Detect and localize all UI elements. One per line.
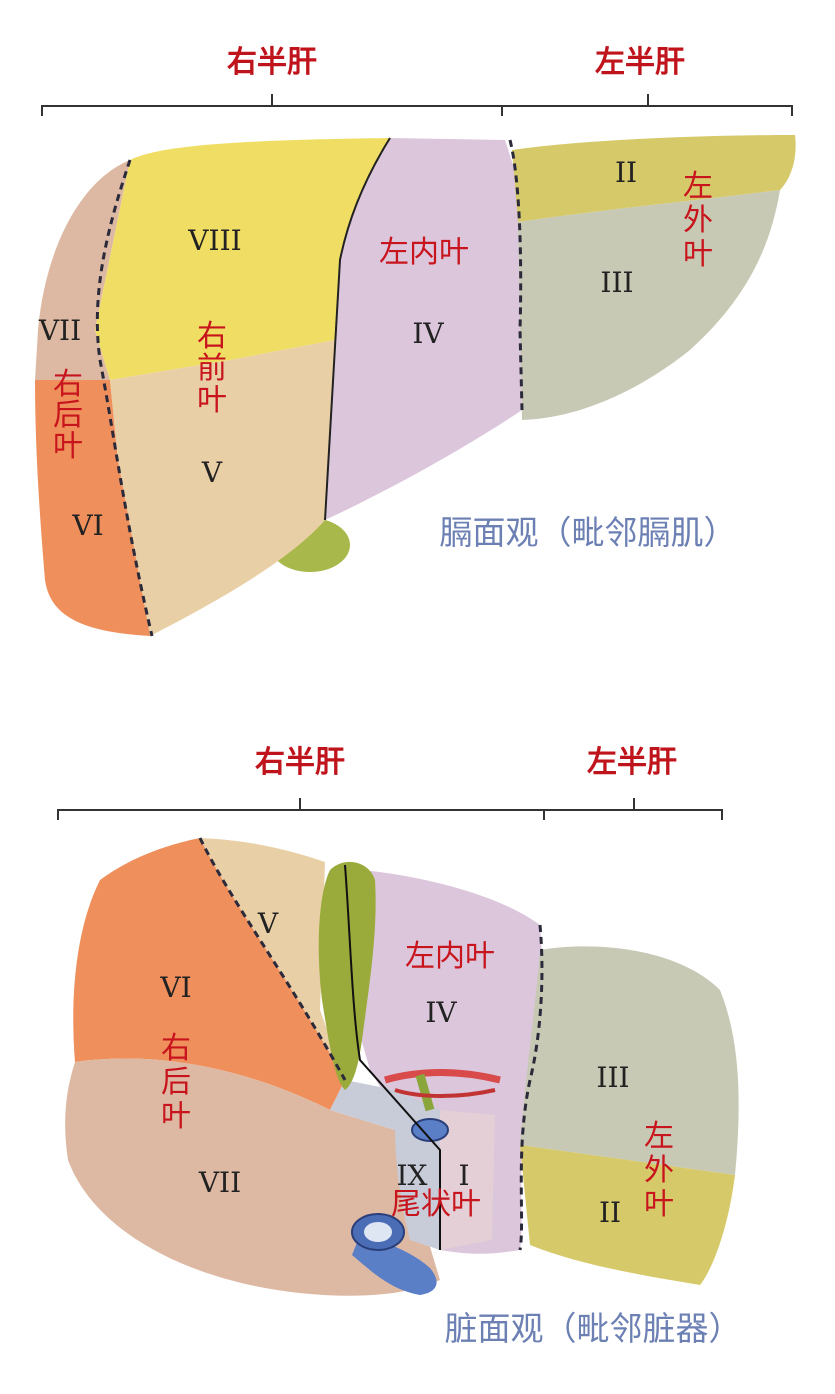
top-falciform-line (324, 137, 391, 521)
svg-text:外: 外 (683, 203, 713, 238)
top-right-intersegmental-line (95, 159, 154, 637)
segment-2-label: II (615, 156, 637, 189)
top-left-lateral-lobe-label: 左 外 叶 (683, 169, 713, 272)
segment-1-label: I (458, 1159, 469, 1192)
portal-vein-stump (411, 1118, 449, 1142)
bottom-half-brackets: 右半肝 左半肝 (57, 745, 723, 820)
top-right-posterior-lobe-label: 右 后 叶 (53, 367, 83, 464)
segment-5-label: V (201, 456, 223, 489)
segment-7-region (35, 160, 130, 380)
segment-7-label: VII (38, 314, 81, 347)
top-half-brackets: 右半肝 左半肝 (41, 45, 793, 116)
bottom-right-half-bracket (57, 798, 545, 820)
svg-text:右: 右 (197, 319, 227, 354)
segment-7-label-visceral: VII (198, 1166, 241, 1199)
segment-8-region (95, 138, 390, 380)
bottom-left-half-bracket (543, 798, 723, 820)
svg-text:叶: 叶 (161, 1099, 191, 1134)
top-left-half-label: 左半肝 (595, 45, 685, 80)
diaphragmatic-view: 右半肝 左半肝 VII VI VIII V IV II III 右 后 叶 (35, 45, 796, 637)
top-right-half-label: 右半肝 (227, 45, 317, 80)
segment-5-region-visceral (200, 838, 345, 1080)
segment-6-label: VI (71, 509, 103, 542)
bottom-left-intersegmental-line (518, 924, 544, 1251)
svg-text:右: 右 (53, 367, 83, 402)
svg-text:叶: 叶 (644, 1187, 674, 1222)
segment-3-label: III (600, 266, 633, 299)
svg-text:左: 左 (644, 1119, 674, 1154)
svg-text:前: 前 (197, 351, 227, 386)
segment-9-label: IX (397, 1159, 428, 1192)
segment-6-region (35, 380, 150, 636)
segment-4-label: IV (412, 317, 444, 350)
bottom-left-lateral-lobe-label: 左 外 叶 (644, 1119, 674, 1222)
gallbladder (318, 861, 376, 1090)
top-left-medial-lobe-label: 左内叶 (379, 235, 469, 270)
segment-2-label-visceral: II (599, 1196, 621, 1229)
top-left-half-bracket (501, 94, 793, 116)
common-bile-duct (415, 1073, 435, 1112)
svg-text:后: 后 (53, 398, 83, 433)
bottom-view-caption: 脏面观（毗邻脏器） (445, 1309, 742, 1348)
bottom-right-intersegmental-line (198, 837, 347, 1081)
segment-6-region-visceral (73, 838, 345, 1110)
visceral-view: 右半肝 左半肝 V VI (57, 745, 742, 1348)
svg-text:左: 左 (683, 169, 713, 204)
top-right-half-bracket (41, 94, 503, 116)
svg-text:外: 外 (644, 1153, 674, 1188)
segment-2-region (512, 135, 796, 222)
svg-text:叶: 叶 (197, 383, 227, 418)
inferior-vena-cava (351, 1213, 437, 1295)
segment-3-region-visceral (520, 946, 739, 1175)
caudate-lobe-label: 尾状叶 (391, 1187, 481, 1222)
hepatic-artery (384, 1069, 501, 1084)
porta-hepatis-vessels (384, 1069, 501, 1142)
segment-8-label: VIII (187, 224, 241, 257)
segment-3-label-visceral: III (596, 1061, 629, 1094)
bottom-right-posterior-lobe-label: 右 后 叶 (161, 1031, 191, 1134)
segment-6-label-visceral: VI (159, 971, 191, 1004)
segment-5-region (110, 340, 335, 636)
top-view-caption: 膈面观（毗邻膈肌） (440, 513, 737, 552)
svg-text:叶: 叶 (53, 429, 83, 464)
bottom-left-medial-lobe-label: 左内叶 (405, 939, 495, 974)
top-left-intersegmental-line (508, 139, 524, 411)
segment-4-region (325, 138, 522, 520)
top-right-anterior-lobe-label: 右 前 叶 (197, 319, 227, 418)
bottom-left-half-label: 左半肝 (587, 745, 677, 780)
svg-text:后: 后 (161, 1065, 191, 1100)
svg-text:叶: 叶 (683, 237, 713, 272)
segment-5-label-visceral: V (257, 907, 279, 940)
segment-2-region-visceral (520, 1145, 735, 1285)
bottom-midline (344, 864, 441, 1250)
svg-text:右: 右 (161, 1031, 191, 1066)
segment-7-region-visceral (65, 1058, 441, 1296)
portal-branches (394, 1088, 496, 1098)
caudate-process-region (440, 1110, 495, 1250)
segment-4-label-visceral: IV (425, 996, 457, 1029)
segment-3-region (518, 190, 780, 420)
bottom-right-half-label: 右半肝 (255, 745, 345, 780)
